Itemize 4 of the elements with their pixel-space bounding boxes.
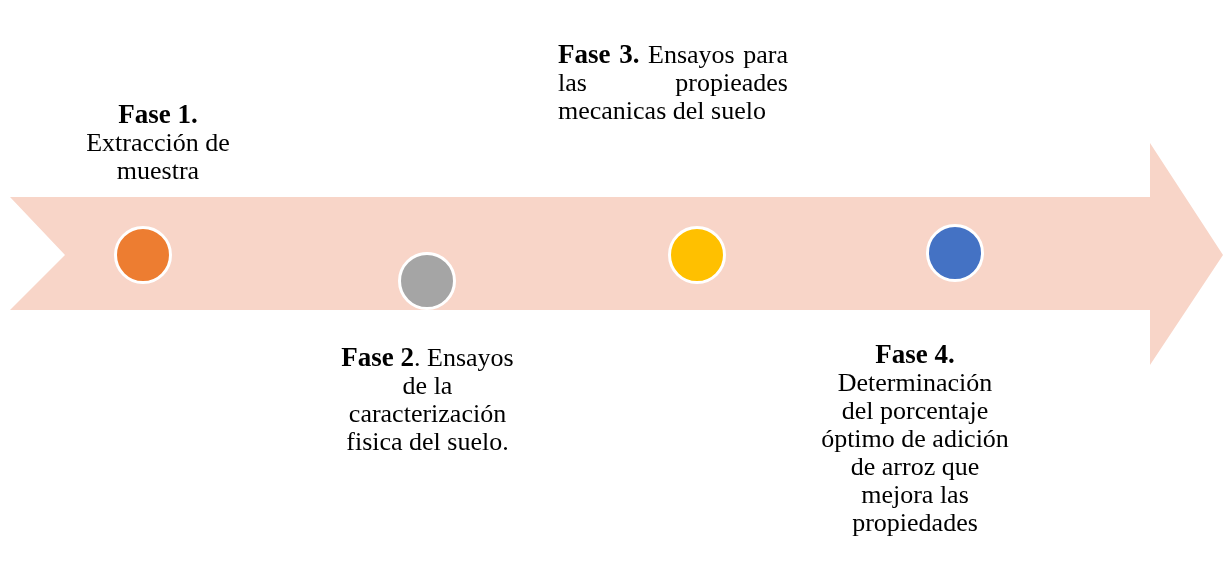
phase-description: Fase 4. Determinación del porcentaje óptimo de adición de arroz que mejora las propiedades — [820, 340, 1010, 537]
phase-description: Fase 1. Extracción de muestra — [85, 100, 231, 185]
phase-description: Fase 2. Ensayos de la caracterización fisica del suelo. — [340, 343, 515, 456]
phase-description: Fase 3. Ensayos para las propieades mecanicas del suelo — [558, 40, 788, 125]
